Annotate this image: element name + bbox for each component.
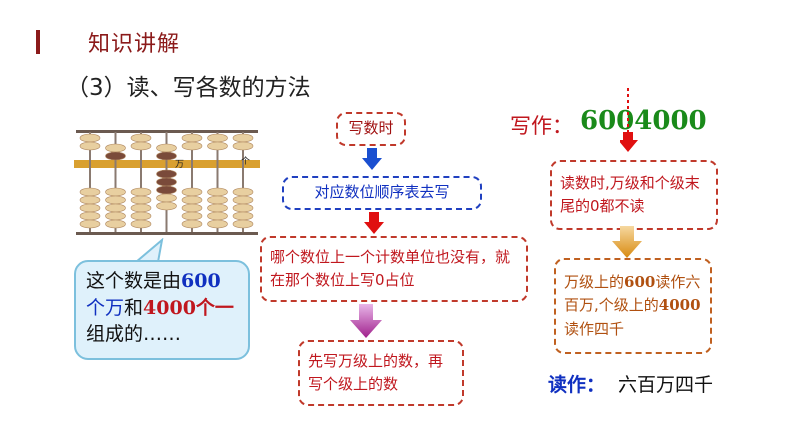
abacus-bead	[156, 185, 177, 195]
abacus-bead	[79, 219, 101, 229]
step-place-table-text: 对应数位顺序表去写	[314, 183, 450, 202]
abacus-bead	[156, 151, 177, 161]
abacus-bead	[156, 201, 177, 211]
read-form-label: 读作：	[548, 374, 606, 396]
written-form-number: 6004000	[580, 106, 707, 136]
abacus-bead	[232, 203, 254, 213]
bubble-text-1: 这个数是由	[86, 270, 182, 292]
read-detail-number-4000: 4000	[658, 296, 701, 315]
down-arrow-purple-icon	[350, 304, 382, 338]
abacus-bead	[130, 141, 152, 151]
abacus-bead	[105, 195, 126, 205]
abacus-bead	[130, 211, 152, 221]
abacus-bead	[207, 133, 228, 143]
abacus-bead	[130, 203, 152, 213]
abacus-bead	[207, 203, 228, 213]
read-rule-text: 读数时,万级和个级末尾的0都不读	[560, 173, 700, 215]
abacus-bead	[130, 219, 152, 229]
read-detail-box: 万级上的600读作六百万,个级上的4000 读作四千	[554, 258, 712, 354]
bubble-text-and: 和	[124, 296, 144, 319]
step-box-place-table: 对应数位顺序表去写	[282, 176, 482, 210]
abacus-bead	[156, 169, 177, 179]
abacus-bead	[79, 203, 101, 213]
pointer-arrow-red-icon	[620, 88, 638, 152]
abacus-bead	[181, 219, 203, 229]
abacus-bead	[105, 187, 126, 197]
abacus-bead	[181, 141, 203, 151]
abacus-bead	[105, 203, 126, 213]
abacus-bead	[156, 177, 177, 187]
speech-bubble: 这个数是由600 个万和4000个一 组成的……	[74, 260, 250, 360]
abacus-bead	[105, 219, 126, 229]
abacus-bead	[207, 141, 228, 151]
read-rule-box: 读数时,万级和个级末尾的0都不读	[550, 160, 718, 230]
written-form-label: 写作：	[510, 114, 573, 138]
abacus-bead	[181, 203, 203, 213]
abacus-bead	[130, 187, 152, 197]
step-zero-placeholder-text: 哪个数位上一个计数单位也没有，就在那个数位上写0占位	[270, 247, 511, 289]
abacus-bead	[105, 143, 126, 153]
read-detail-part-a: 万级上的	[564, 273, 625, 292]
abacus-bead	[130, 133, 152, 143]
abacus-bead	[232, 141, 254, 151]
abacus-bead	[79, 211, 101, 221]
step-write-order-text: 先写万级上的数，再写个级上的数	[308, 351, 444, 393]
bubble-text-wan: 个万	[86, 296, 125, 319]
heading-accent-bar	[36, 30, 40, 54]
page-heading: 知识讲解	[88, 32, 181, 57]
step-box-write-order: 先写万级上的数，再写个级上的数	[298, 340, 464, 406]
step-box-write-time: 写数时	[336, 112, 406, 146]
section-subtitle: （3）读、写各数的方法	[66, 75, 311, 101]
read-detail-part-c: 读作六百万,个级上的	[564, 273, 701, 315]
abacus-bead	[232, 219, 254, 229]
abacus-illustration: 万 个	[74, 130, 260, 235]
read-detail-part-e: 读作四千	[564, 319, 625, 338]
abacus-bead	[79, 133, 101, 143]
abacus-bottom-frame	[76, 232, 258, 235]
read-detail-text: 万级上的600读作六百万,个级上的4000 读作四千	[564, 271, 702, 341]
step-write-time-text: 写数时	[348, 119, 394, 138]
abacus-bead	[207, 219, 228, 229]
abacus-bead	[181, 133, 203, 143]
bubble-number-600: 600	[181, 270, 221, 292]
down-arrow-orange-icon	[612, 226, 642, 258]
abacus-bead	[156, 143, 177, 153]
down-arrow-blue-icon	[362, 148, 382, 170]
abacus-bead	[207, 187, 228, 197]
read-detail-number-600: 600	[624, 273, 656, 292]
bubble-text-4000: 4000个一	[143, 296, 234, 319]
down-arrow-red-icon	[364, 212, 384, 234]
abacus-bead	[79, 195, 101, 205]
abacus-bead	[232, 187, 254, 197]
abacus-bead	[79, 187, 101, 197]
bubble-text-end: 组成的……	[86, 323, 182, 346]
abacus-beads	[79, 133, 254, 229]
read-form-value: 六百万四千	[618, 374, 714, 396]
abacus-label-wan: 万	[175, 160, 184, 170]
abacus-bead	[181, 211, 203, 221]
step-box-zero-placeholder: 哪个数位上一个计数单位也没有，就在那个数位上写0占位	[260, 236, 528, 302]
abacus-bead	[232, 195, 254, 205]
abacus-bead	[156, 193, 177, 203]
abacus-top-frame	[76, 130, 258, 133]
abacus-bead	[207, 211, 228, 221]
abacus-bead	[207, 195, 228, 205]
abacus-bead	[181, 195, 203, 205]
abacus-bead	[232, 133, 254, 143]
abacus-bead	[105, 151, 126, 161]
abacus-bead	[232, 211, 254, 221]
abacus-bead	[181, 187, 203, 197]
abacus-bead	[79, 141, 101, 151]
abacus-bead	[105, 211, 126, 221]
abacus-label-ge: 个	[241, 156, 250, 167]
abacus-bead	[130, 195, 152, 205]
